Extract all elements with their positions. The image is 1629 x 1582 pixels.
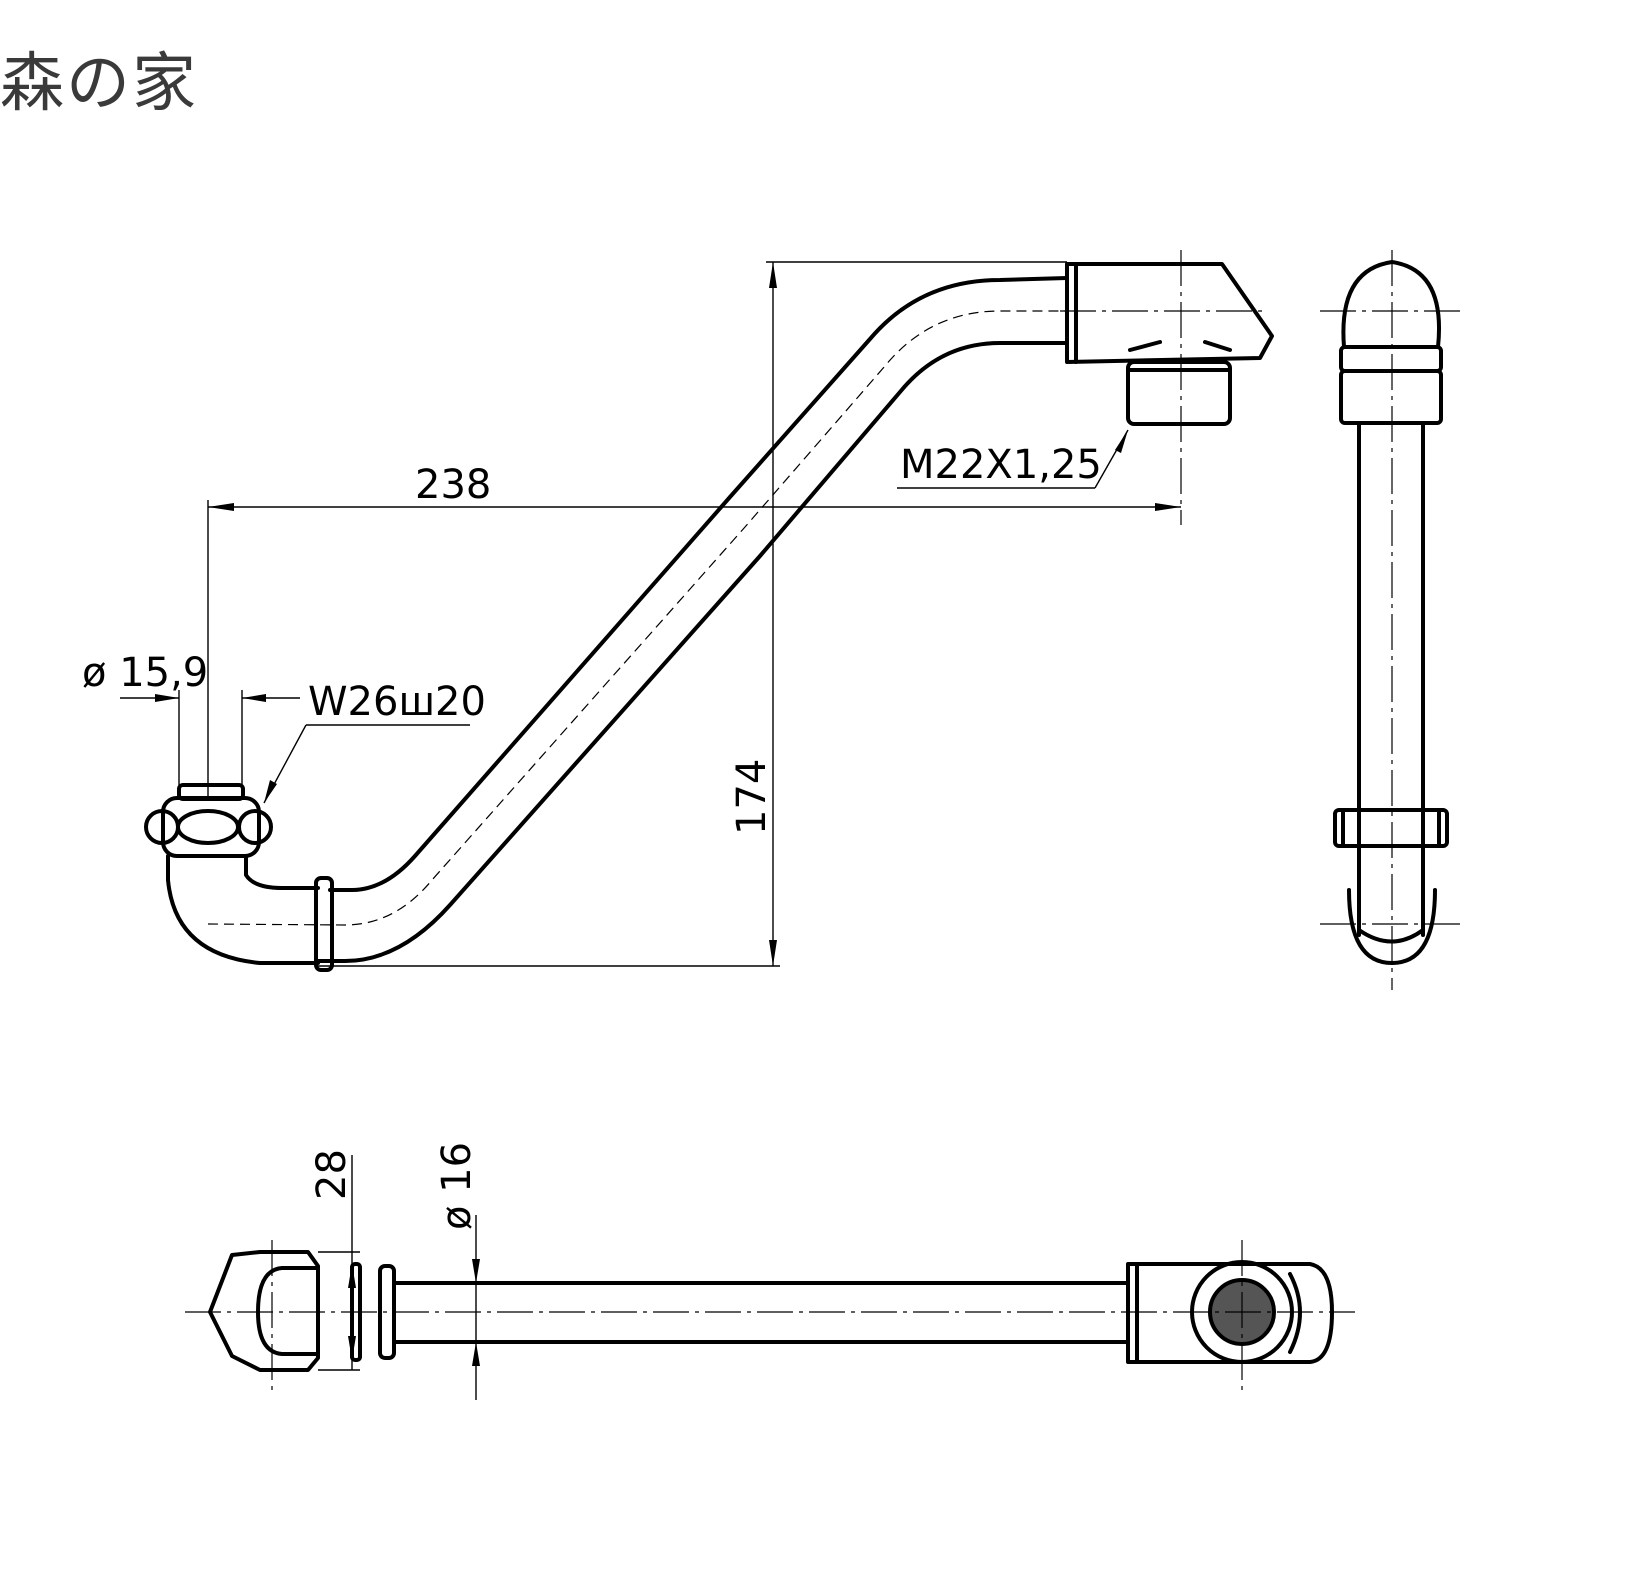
pipe-inner-edge [328, 276, 1069, 892]
dimension-nut-width: 28 [309, 1149, 360, 1371]
side-view [1320, 250, 1465, 990]
front-view [144, 250, 1274, 972]
inlet-elbow-outer [166, 854, 320, 965]
brand-logo: 森の家 [0, 47, 198, 121]
pipe-outer-edge [316, 341, 1069, 963]
outlet-head [1065, 262, 1274, 426]
inlet-thread-callout: W26ш20 [263, 679, 486, 804]
inlet-elbow-inner [244, 854, 320, 890]
dimension-length: 238 [207, 462, 1181, 800]
outlet-thread-label: M22X1,25 [900, 442, 1102, 488]
inlet-diameter-label: ø 15,9 [82, 650, 208, 696]
inlet-diameter-callout: ø 15,9 [82, 650, 300, 785]
pipe-collar [314, 876, 334, 972]
pipe-diameter-value: ø 16 [434, 1142, 480, 1230]
inlet-nut [144, 783, 273, 858]
top-view [185, 1240, 1355, 1390]
height-value: 174 [729, 759, 775, 835]
length-value: 238 [415, 462, 491, 508]
nut-width-value: 28 [309, 1149, 355, 1200]
dimension-pipe-diameter: ø 16 [434, 1142, 480, 1400]
pipe-centerline [207, 310, 1067, 926]
inlet-thread-label: W26ш20 [308, 679, 486, 725]
outlet-thread-callout: M22X1,25 [897, 429, 1129, 489]
dimension-height: 174 [318, 261, 1067, 967]
